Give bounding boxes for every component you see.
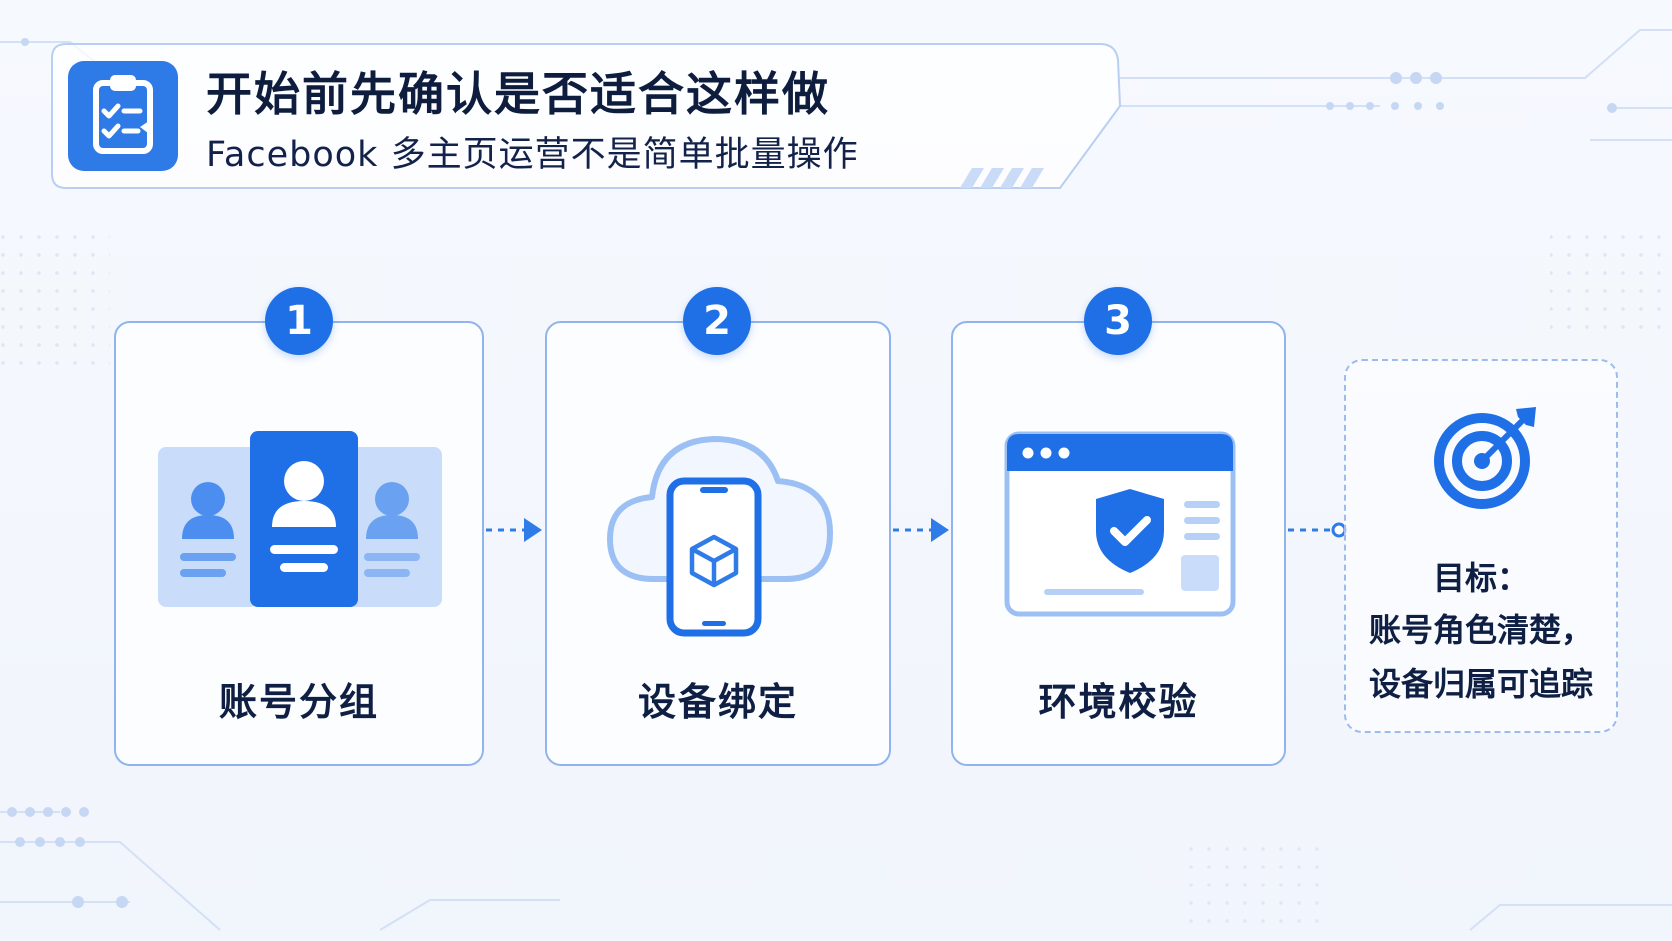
page-title: 开始前先确认是否适合这样做 <box>206 67 830 121</box>
connector-3-goal <box>1288 522 1347 538</box>
step-card-account-group: 账号分组 <box>114 321 484 766</box>
step-card-environment-check: 环境校验 <box>951 321 1286 766</box>
header-banner: 开始前先确认是否适合这样做 Facebook 多主页运营不是简单批量操作 <box>0 0 1672 200</box>
step-number-badge: 1 <box>265 287 333 355</box>
step-label: 账号分组 <box>218 680 379 724</box>
clipboard-checklist-icon <box>68 61 178 171</box>
step-label: 设备绑定 <box>637 680 798 724</box>
connector-1-2 <box>486 518 542 542</box>
goal-heading: 目标： <box>1432 559 1529 597</box>
step-label: 环境校验 <box>1038 680 1199 724</box>
goal-card: 目标： 账号角色清楚， 设备归属可追踪 <box>1344 359 1618 733</box>
browser-shield-icon <box>1004 431 1236 617</box>
step-card-device-binding: 设备绑定 <box>545 321 891 766</box>
page-subtitle: Facebook 多主页运营不是简单批量操作 <box>206 135 859 175</box>
target-arrow-icon <box>1434 407 1536 509</box>
step-number-badge: 3 <box>1084 287 1152 355</box>
header-frame <box>51 43 1122 189</box>
goal-text-line: 账号角色清楚， <box>1368 611 1593 649</box>
step-number-badge: 2 <box>683 287 751 355</box>
connector-2-3 <box>893 518 949 542</box>
cloud-phone-icon <box>607 436 833 637</box>
account-group-icon <box>158 431 442 607</box>
goal-text-line: 设备归属可追踪 <box>1368 665 1593 703</box>
